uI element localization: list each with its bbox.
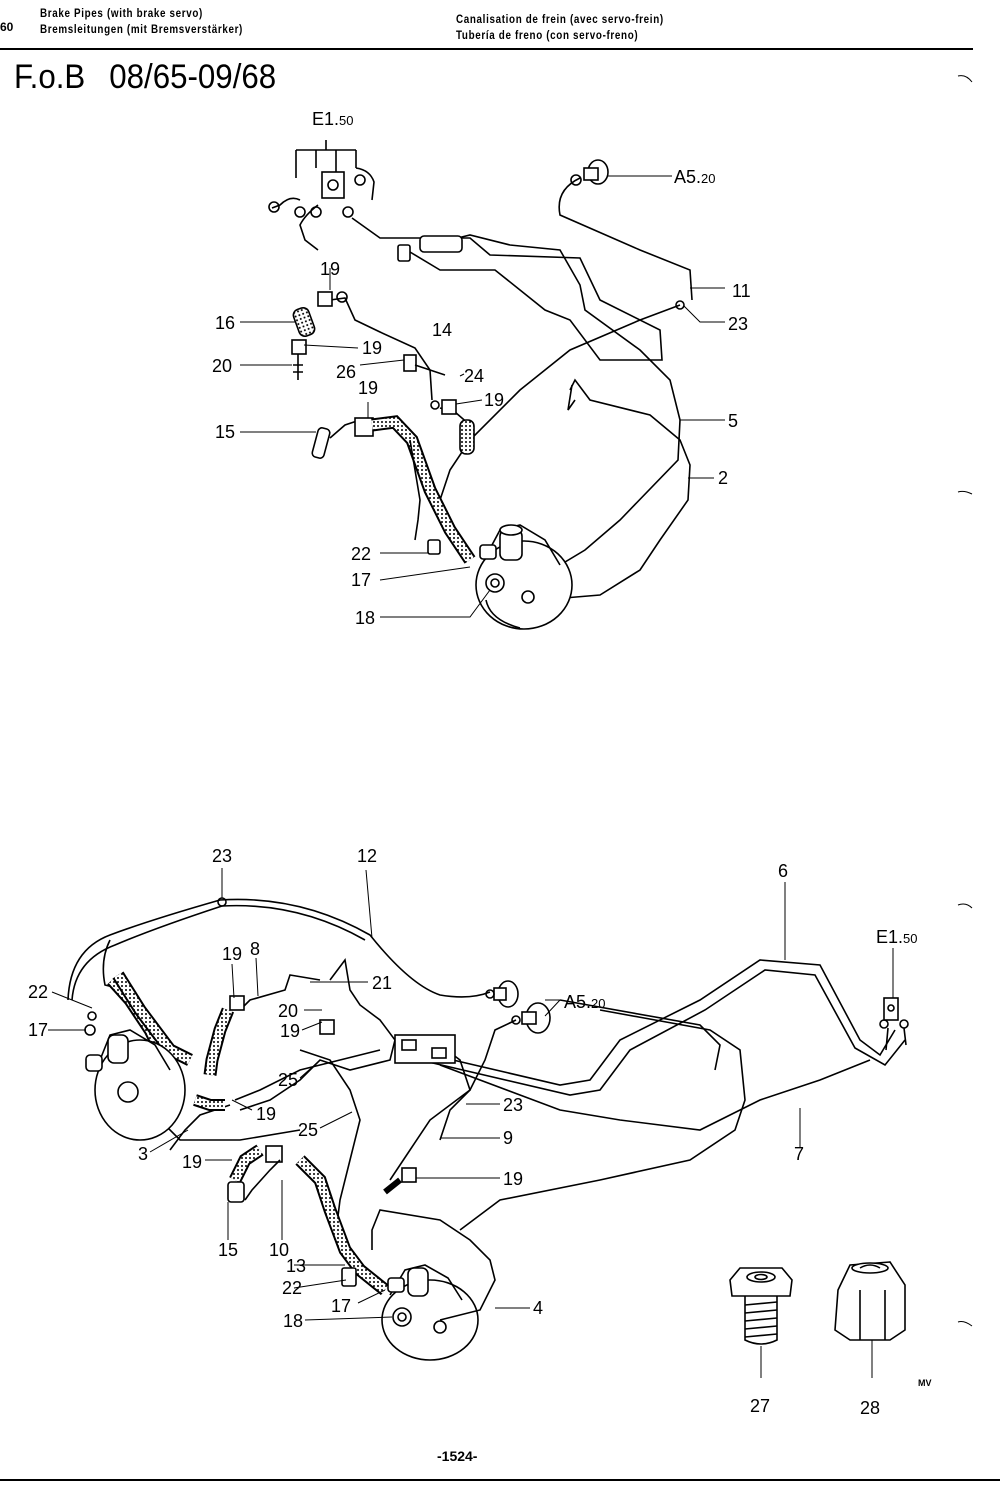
lower-label-7: 7 bbox=[794, 1144, 804, 1164]
lower-label-17-left: 17 bbox=[28, 1020, 48, 1040]
part-28-union-nut bbox=[834, 1261, 906, 1378]
upper-label-20: 20 bbox=[212, 356, 232, 376]
upper-label-16: 16 bbox=[215, 313, 235, 333]
upper-hose-front bbox=[291, 291, 475, 455]
upper-label-14: 14 bbox=[432, 320, 452, 340]
lower-label-21: 21 bbox=[372, 973, 392, 993]
lower-label-9: 9 bbox=[503, 1128, 513, 1148]
lower-label-25-upper: 25 bbox=[278, 1070, 298, 1090]
lower-label-3: 3 bbox=[138, 1144, 148, 1164]
page-number: -1524- bbox=[437, 1448, 478, 1464]
model-period: 08/65-09/68 bbox=[109, 58, 277, 96]
lower-assembly bbox=[48, 868, 909, 1378]
lower-pipe-6 bbox=[409, 959, 896, 1086]
upper-label-22: 22 bbox=[351, 544, 371, 564]
upper-label-19-low: 19 bbox=[358, 378, 378, 398]
lower-label-6: 6 bbox=[778, 861, 788, 881]
upper-label-2: 2 bbox=[718, 468, 728, 488]
upper-label-17: 17 bbox=[351, 570, 371, 590]
header-title-french: Canalisation de frein (avec servo-frein) bbox=[456, 12, 664, 26]
upper-label-5: 5 bbox=[728, 411, 738, 431]
upper-label-15: 15 bbox=[215, 422, 235, 442]
lower-label-4: 4 bbox=[533, 1298, 543, 1318]
draftsman-mark: MV bbox=[918, 1378, 932, 1388]
upper-hose-rear bbox=[311, 415, 476, 564]
footer-rule bbox=[0, 1479, 1000, 1481]
lower-servo-valves-a5 bbox=[439, 980, 551, 1141]
lower-pipe-7 bbox=[439, 1059, 871, 1131]
lower-label-8: 8 bbox=[250, 939, 260, 959]
upper-pipe-main bbox=[429, 234, 681, 571]
lower-label-23-mid: 23 bbox=[503, 1095, 523, 1115]
upper-servo-cylinder bbox=[419, 235, 463, 253]
upper-label-26: 26 bbox=[336, 362, 356, 382]
header-title-german: Bremsleitungen (mit Bremsverstärker) bbox=[40, 22, 244, 36]
lower-label-a5: A5.20 bbox=[564, 992, 606, 1012]
lower-label-18: 18 bbox=[283, 1311, 303, 1331]
lower-label-25-lower: 25 bbox=[298, 1120, 318, 1140]
upper-label-19-top: 19 bbox=[320, 259, 340, 279]
lower-label-15: 15 bbox=[218, 1240, 238, 1260]
lower-label-19-top: 19 bbox=[222, 944, 242, 964]
upper-junction-block bbox=[268, 140, 375, 251]
lower-label-12: 12 bbox=[357, 846, 377, 866]
upper-label-23: 23 bbox=[728, 314, 748, 334]
lower-pipe-12 bbox=[67, 898, 491, 1001]
model-name: F.o.B bbox=[14, 58, 86, 96]
lower-label-20: 20 bbox=[278, 1001, 298, 1021]
header-title-english: Brake Pipes (with brake servo) bbox=[40, 6, 203, 20]
upper-label-19-right: 19 bbox=[484, 390, 504, 410]
lower-label-27: 27 bbox=[750, 1396, 770, 1416]
lower-junction-block-e1 bbox=[879, 997, 909, 1051]
upper-pipe-5 bbox=[351, 217, 663, 361]
lower-label-22-left: 22 bbox=[28, 982, 48, 1002]
lower-labels: 23 12 6 E1.50 19 8 21 20 19 A5.20 22 17 … bbox=[28, 846, 918, 1418]
upper-label-e1: E1.50 bbox=[312, 109, 354, 129]
lower-label-19-lower: 19 bbox=[182, 1152, 202, 1172]
header-rule bbox=[0, 48, 973, 50]
upper-servo-valve-a5 bbox=[439, 159, 693, 521]
lower-hoses bbox=[107, 971, 417, 1296]
lower-label-22-right: 22 bbox=[282, 1278, 302, 1298]
lower-label-28: 28 bbox=[860, 1398, 880, 1418]
upper-assembly bbox=[240, 140, 725, 630]
lower-master-cylinder-left bbox=[84, 1011, 186, 1141]
upper-label-11: 11 bbox=[732, 281, 751, 301]
lower-label-19-right: 19 bbox=[503, 1169, 523, 1189]
lower-label-10: 10 bbox=[269, 1240, 289, 1260]
upper-label-19-mid: 19 bbox=[362, 338, 382, 358]
lower-leaders bbox=[48, 868, 894, 1321]
model-title: F.o.B 08/65-09/68 bbox=[14, 58, 300, 97]
lower-master-cylinder-right bbox=[371, 1209, 496, 1361]
upper-master-cylinder bbox=[475, 524, 573, 630]
lower-label-19-left: 19 bbox=[256, 1104, 276, 1124]
page-section-number: 60 bbox=[0, 20, 14, 34]
part-27-union-bolt bbox=[729, 1267, 793, 1378]
lower-label-23-top: 23 bbox=[212, 846, 232, 866]
upper-label-a5: A5.20 bbox=[674, 167, 716, 187]
header-title-spanish: Tubería de freno (con servo-freno) bbox=[456, 28, 639, 42]
margin-marks bbox=[957, 75, 973, 1327]
lower-label-13: 13 bbox=[286, 1256, 306, 1276]
upper-labels: E1.50 A5.20 11 23 5 2 19 16 20 19 14 26 … bbox=[212, 109, 751, 628]
upper-label-24: 24 bbox=[464, 366, 484, 386]
lower-label-e1: E1.50 bbox=[876, 927, 918, 947]
lower-label-17-right: 17 bbox=[331, 1296, 351, 1316]
upper-label-18: 18 bbox=[355, 608, 375, 628]
upper-leaders bbox=[240, 175, 725, 618]
lower-label-19-mid: 19 bbox=[280, 1021, 300, 1041]
